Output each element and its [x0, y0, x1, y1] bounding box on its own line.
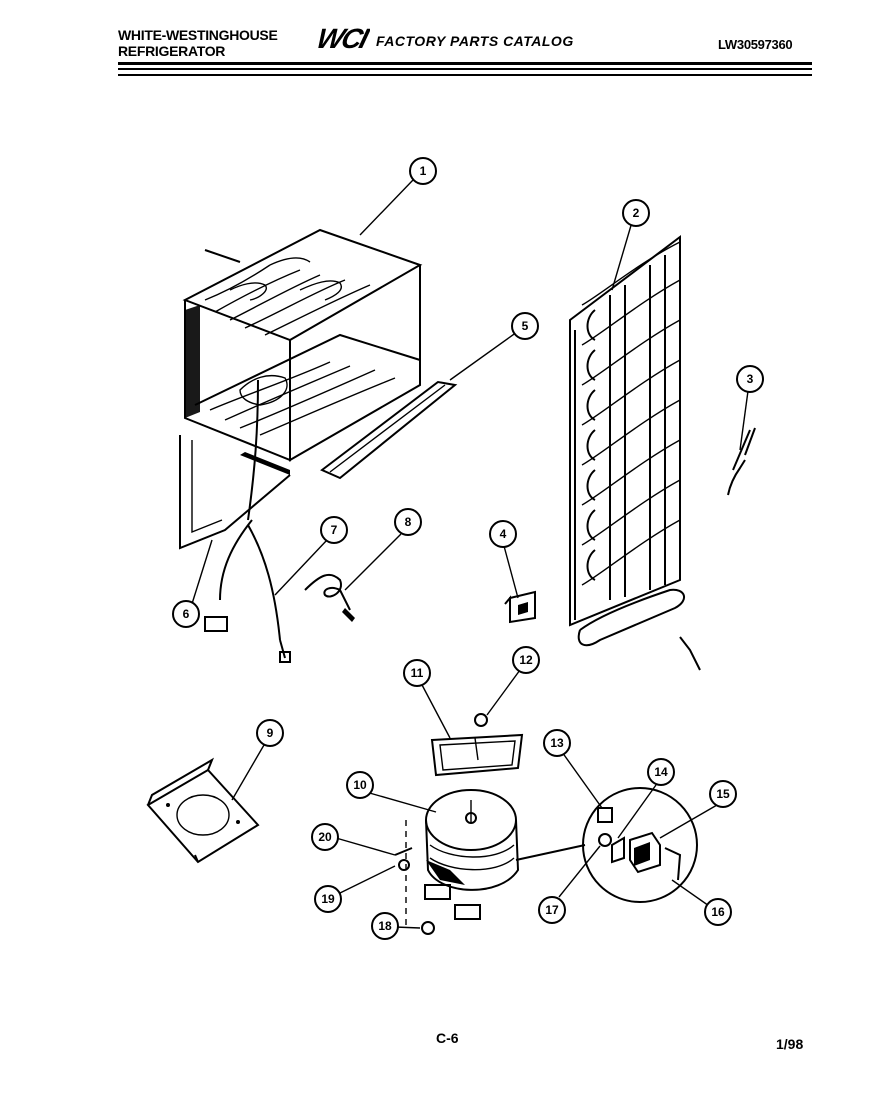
condenser-coil [569, 234, 701, 671]
svg-text:17: 17 [545, 903, 559, 917]
svg-text:2: 2 [633, 206, 640, 220]
mounting-hardware [394, 820, 435, 935]
svg-text:10: 10 [353, 778, 367, 792]
callout-5: 5 [511, 312, 539, 340]
gasket-frame [430, 733, 524, 777]
brand-line-1: WHITE-WESTINGHOUSE [118, 27, 278, 43]
callout-2: 2 [622, 199, 650, 227]
logo-text: WCI [313, 23, 370, 52]
model-number: LW30597360 [718, 37, 793, 52]
svg-text:1: 1 [420, 164, 427, 178]
svg-text:4: 4 [500, 527, 507, 541]
svg-text:14: 14 [654, 765, 668, 779]
wire-lead [304, 573, 355, 622]
svg-text:12: 12 [519, 653, 533, 667]
callout-3: 3 [736, 365, 764, 393]
callout-17: 17 [538, 896, 566, 924]
callout-1: 1 [409, 157, 437, 185]
callout-7: 7 [320, 516, 348, 544]
svg-text:15: 15 [716, 787, 730, 801]
leader-lines [190, 179, 749, 929]
callout-15: 15 [709, 780, 737, 808]
svg-text:16: 16 [711, 905, 725, 919]
callout-6: 6 [172, 600, 200, 628]
brand-line-2: REFRIGERATOR [118, 43, 226, 59]
callout-16: 16 [704, 898, 732, 926]
bracket-part [504, 590, 536, 624]
svg-text:11: 11 [411, 666, 424, 680]
svg-text:9: 9 [267, 726, 274, 740]
callout-20: 20 [311, 823, 339, 851]
callout-12: 12 [512, 646, 540, 674]
svg-text:8: 8 [405, 515, 412, 529]
header-rule [118, 62, 812, 65]
svg-text:5: 5 [522, 319, 529, 333]
callout-9: 9 [256, 719, 284, 747]
grommet-part [474, 713, 488, 727]
strip-part [320, 380, 458, 480]
power-cord [204, 379, 291, 663]
evaporator-assembly [179, 228, 423, 550]
drier-part [727, 427, 756, 496]
svg-text:6: 6 [183, 607, 190, 621]
svg-text:19: 19 [321, 892, 335, 906]
svg-text:18: 18 [378, 919, 392, 933]
detail-circle [515, 787, 698, 903]
callout-8: 8 [394, 508, 422, 536]
wci-logo: WCI [313, 23, 370, 52]
catalog-title: FACTORY PARTS CATALOG [376, 33, 574, 49]
svg-text:13: 13 [550, 736, 564, 750]
header-rule [118, 74, 812, 76]
callout-11: 11 [403, 659, 431, 687]
svg-text:7: 7 [331, 523, 338, 537]
callout-19: 19 [314, 885, 342, 913]
callout-18: 18 [371, 912, 399, 940]
callout-4: 4 [489, 520, 517, 548]
header-rule [118, 68, 812, 70]
compressor [424, 789, 520, 920]
svg-text:3: 3 [747, 372, 754, 386]
callout-14: 14 [647, 758, 675, 786]
callout-13: 13 [543, 729, 571, 757]
callout-10: 10 [346, 771, 374, 799]
date-code: 1/98 [776, 1036, 804, 1052]
base-plate [146, 757, 260, 864]
svg-text:20: 20 [318, 830, 332, 844]
page-number: C-6 [436, 1030, 459, 1046]
